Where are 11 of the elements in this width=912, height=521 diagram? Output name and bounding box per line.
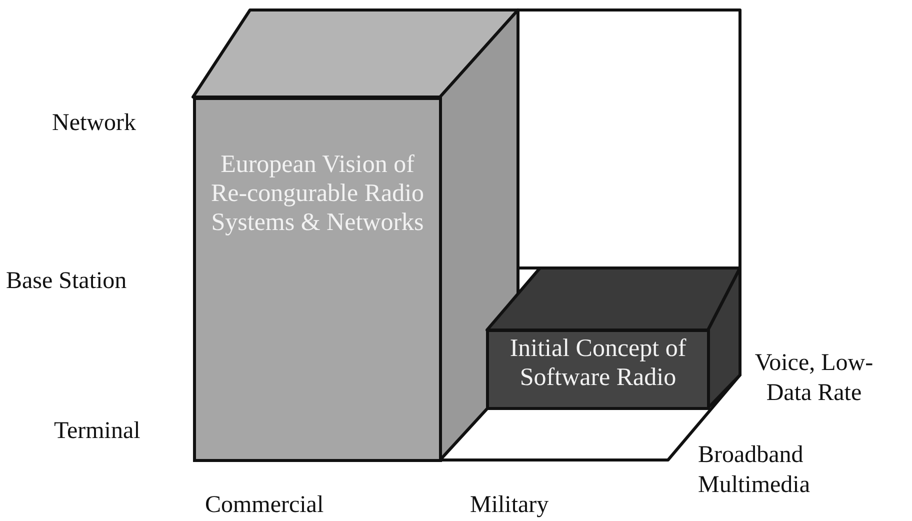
axis-label: Voice, Low-Data Rate [754,349,874,408]
commercial-box [193,97,442,462]
row-label: Network [52,109,137,138]
axis-label: Broadband Multimedia [698,441,811,500]
row-label: Terminal [54,417,142,446]
column-label: Military [470,491,550,520]
military-box [486,329,710,410]
column-label: Commercial [205,491,325,520]
row-label: Base Station [6,267,128,296]
box-label: European Vision of Re-congurable Radio Systems & Networks [210,150,426,237]
box-label: Initial Concept of Software Radio [508,334,688,392]
